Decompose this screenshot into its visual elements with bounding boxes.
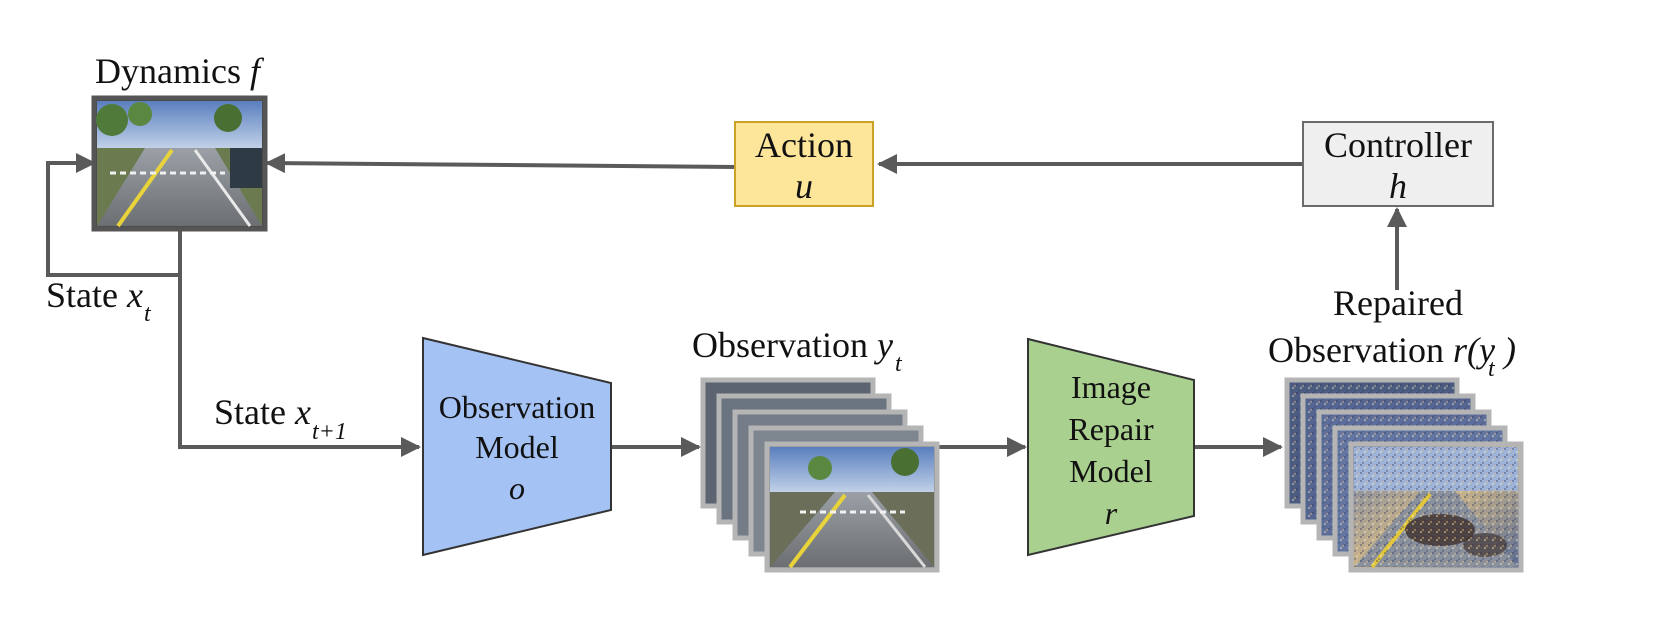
controller-symbol: h — [1389, 166, 1407, 206]
repaired-observation-stack: Repaired Observation r(y t ) — [1268, 283, 1524, 573]
action-symbol: u — [795, 166, 813, 206]
repair-model-block: Image Repair Model r — [1027, 337, 1195, 557]
observation-model-line2: Model — [475, 429, 559, 465]
state-t1-label: State x t+1 — [214, 392, 347, 445]
arrow-action-to-dynamics — [265, 153, 738, 174]
observation-title: Observation y — [692, 325, 893, 365]
arrow-state-feedback-loop — [46, 153, 182, 277]
controller-block: Controller h — [1302, 121, 1494, 207]
repair-model-line3: Model — [1069, 453, 1153, 489]
observation-model-line1: Observation — [439, 389, 595, 425]
repair-model-symbol: r — [1105, 495, 1118, 531]
observation-model-block: Observation Model o — [422, 336, 612, 557]
arrow-state-to-observation-model — [178, 275, 421, 457]
repair-model-line2: Repair — [1068, 411, 1154, 447]
repair-model-line1: Image — [1071, 369, 1151, 405]
dynamics-road-image — [91, 95, 268, 232]
action-block: Action u — [734, 121, 874, 207]
repaired-frame-5 — [1348, 441, 1524, 573]
svg-text:t: t — [1488, 356, 1496, 382]
controller-label: Controller — [1324, 125, 1472, 165]
svg-text:t: t — [144, 301, 152, 327]
observation-frame-5 — [764, 441, 940, 573]
svg-text:State x: State x — [46, 275, 143, 315]
dynamics-title: Dynamics f — [95, 51, 265, 91]
repaired-title-line2: Observation r(y — [1268, 330, 1495, 370]
state-t-label: State x t — [46, 275, 152, 327]
dynamics-block: Dynamics f — [91, 51, 268, 232]
svg-text:t: t — [895, 351, 903, 377]
svg-text:State x: State x — [214, 392, 311, 432]
observation-stack: Observation y t — [692, 325, 940, 573]
repaired-title-line1: Repaired — [1333, 283, 1463, 323]
action-label: Action — [755, 125, 853, 165]
svg-text:t+1: t+1 — [312, 419, 347, 445]
connectors — [46, 153, 1407, 457]
svg-text:): ) — [1502, 330, 1516, 370]
observation-model-symbol: o — [509, 470, 525, 506]
